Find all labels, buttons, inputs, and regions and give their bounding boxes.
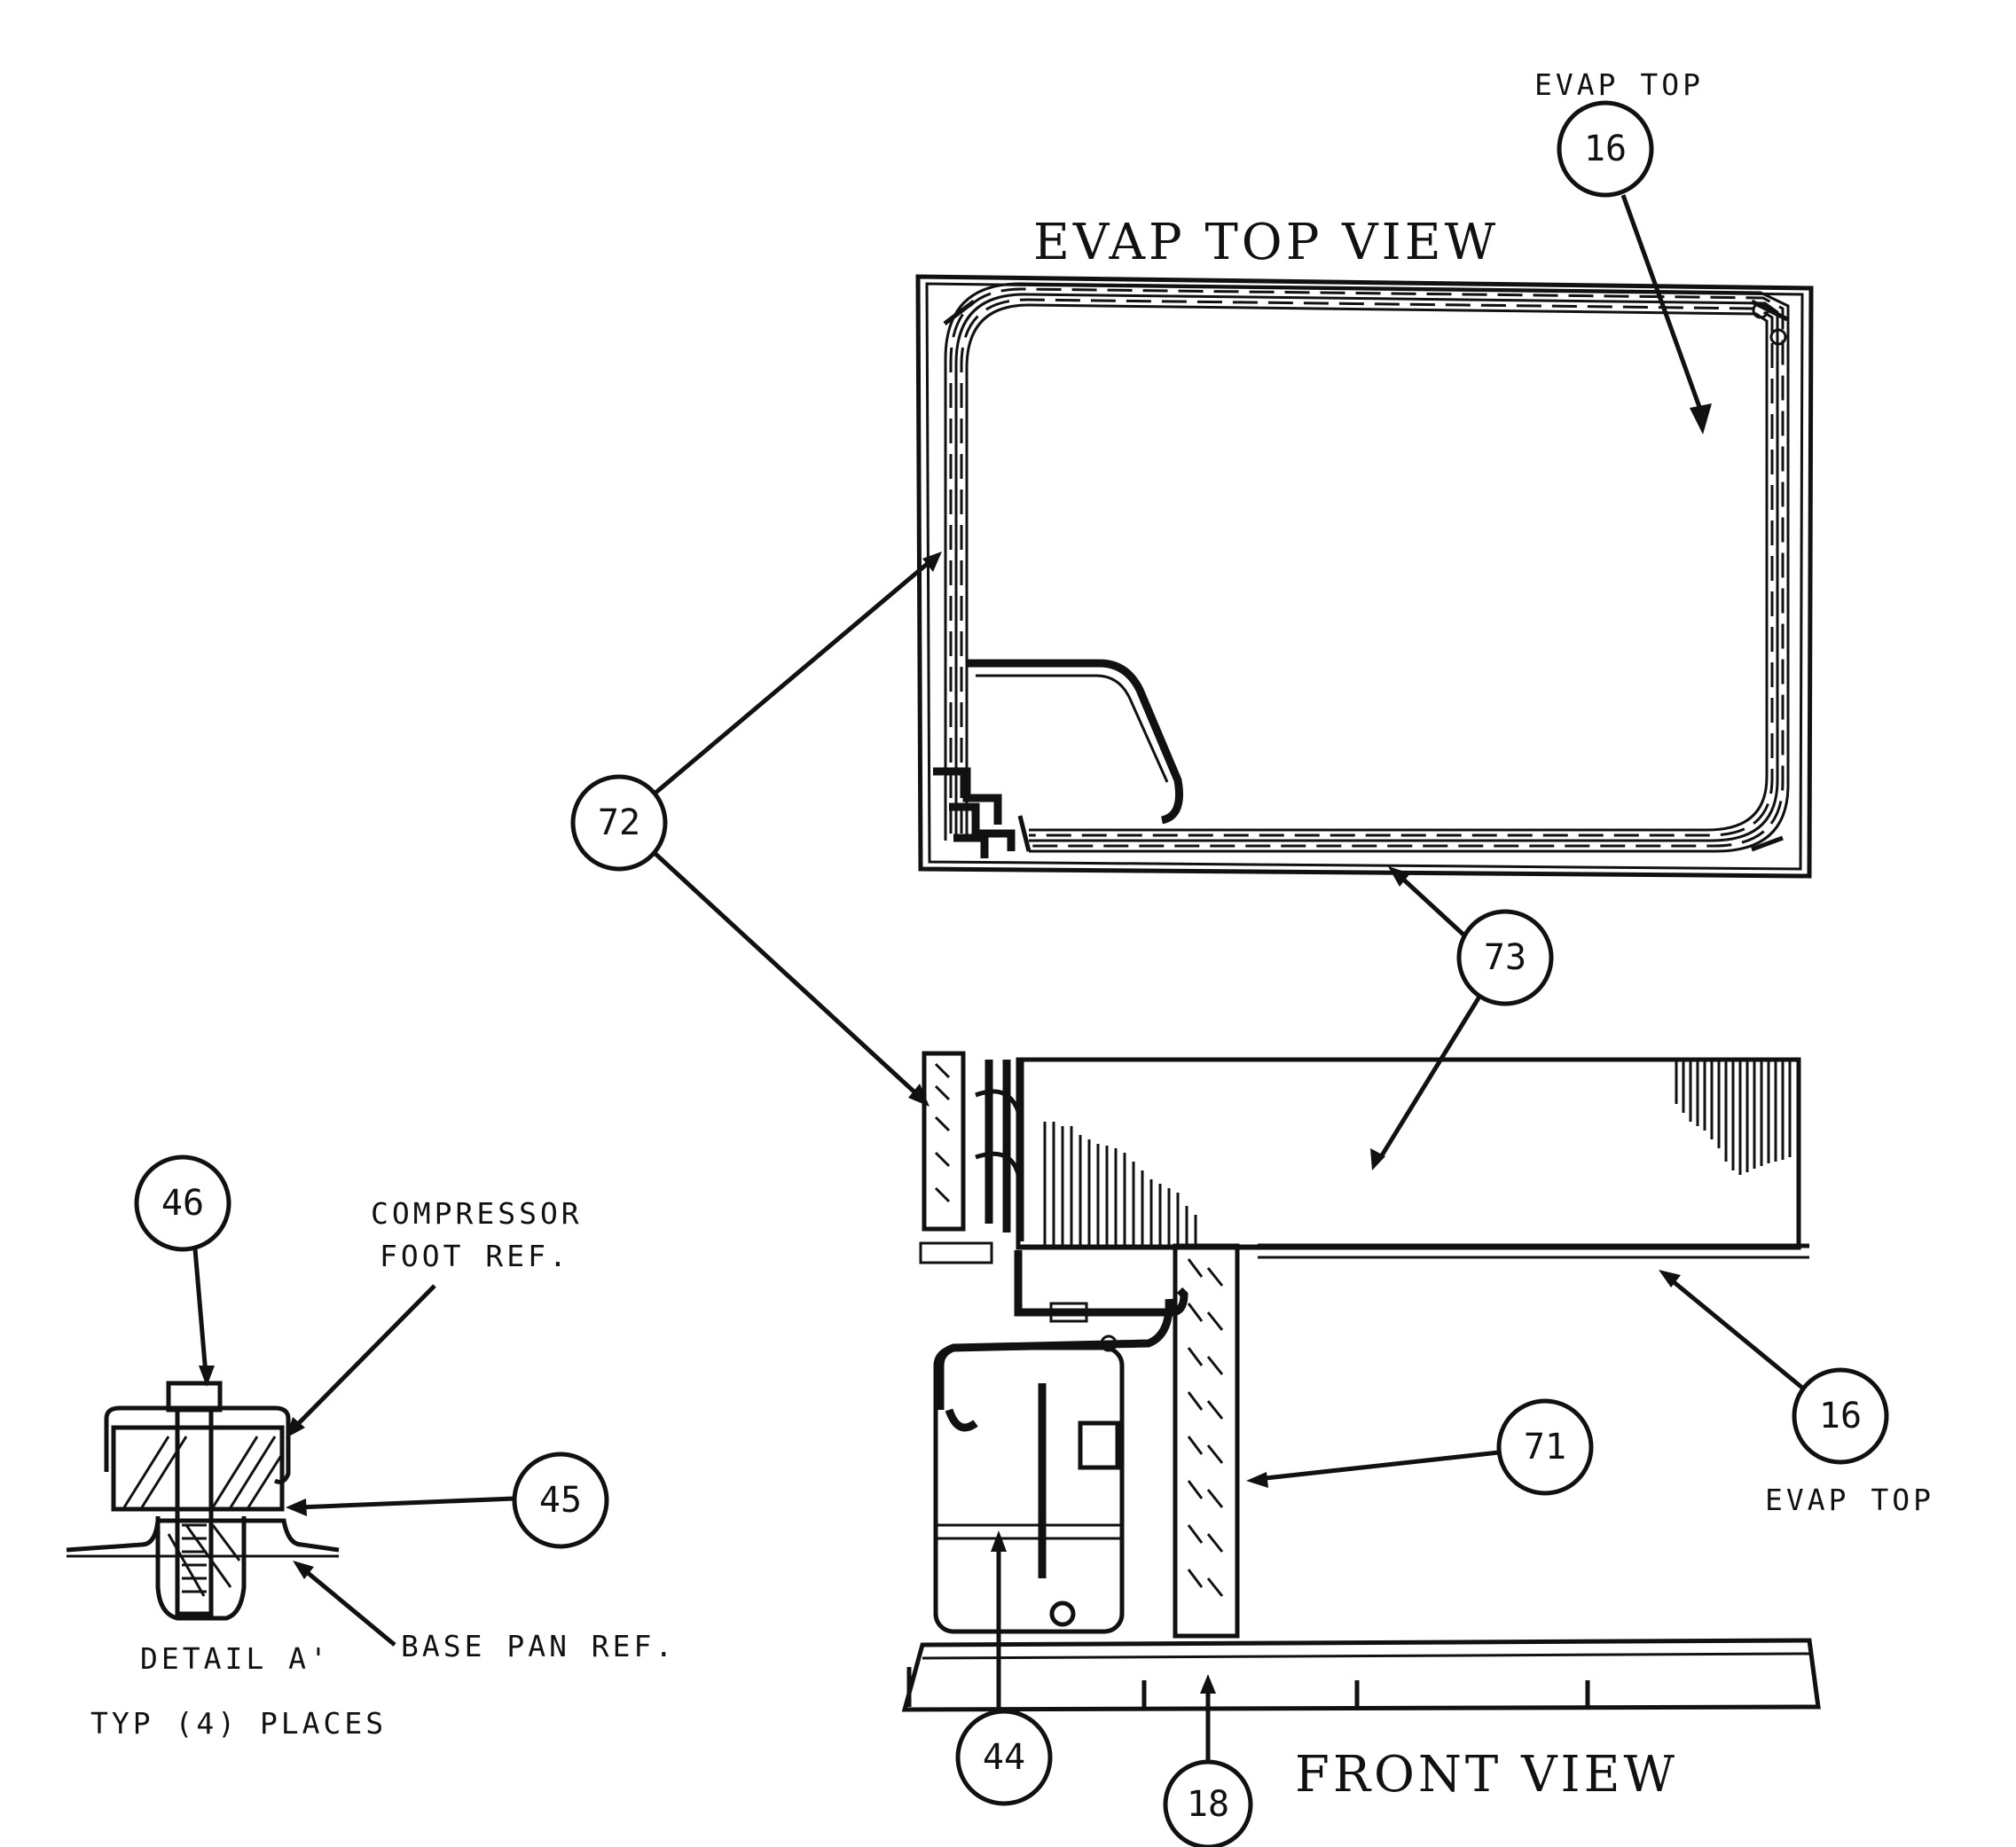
compressor-foot-ref-line2: FOOT REF. <box>380 1239 570 1273</box>
front-view-drawing <box>901 1051 1821 1712</box>
callout-16-front: 16 EVAP TOP <box>1659 1270 1934 1517</box>
callout-45: 45 <box>286 1452 609 1549</box>
callout-18: 18 <box>1163 1674 1253 1847</box>
callout-73-number: 73 <box>1484 937 1526 978</box>
callout-45-number: 45 <box>539 1480 582 1521</box>
callout-44: 44 <box>955 1530 1053 1806</box>
evap-top-view-title: EVAP TOP VIEW <box>1033 214 1499 271</box>
callout-16-front-caption: EVAP TOP <box>1765 1483 1934 1517</box>
detail-a-drawing <box>66 1381 340 1621</box>
detail-a-title: DETAIL A' <box>140 1641 331 1676</box>
compressor-foot-ref-line1: COMPRESSOR <box>371 1196 583 1231</box>
callout-71-number: 71 <box>1524 1427 1566 1467</box>
callout-16-front-number: 16 <box>1819 1396 1862 1436</box>
callout-73: 73 <box>1370 866 1554 1170</box>
callout-18-number: 18 <box>1187 1784 1229 1825</box>
callout-72: 72 <box>570 552 942 1107</box>
callout-44-number: 44 <box>983 1737 1025 1778</box>
base-pan-ref: BASE PAN REF. <box>401 1629 676 1663</box>
callout-46: 46 <box>134 1154 231 1387</box>
detail-a-subtitle: TYP (4) PLACES <box>90 1706 387 1741</box>
callout-16-top-caption: EVAP TOP <box>1534 67 1704 102</box>
callout-16-top-number: 16 <box>1584 129 1627 169</box>
callout-72-number: 72 <box>598 802 640 843</box>
evap-top-view-drawing <box>915 274 1814 879</box>
callout-46-number: 46 <box>161 1183 204 1224</box>
callout-71: 71 <box>1246 1398 1594 1496</box>
front-view-title: FRONT VIEW <box>1295 1746 1678 1804</box>
callout-16-top: EVAP TOP 16 <box>1534 67 1712 434</box>
